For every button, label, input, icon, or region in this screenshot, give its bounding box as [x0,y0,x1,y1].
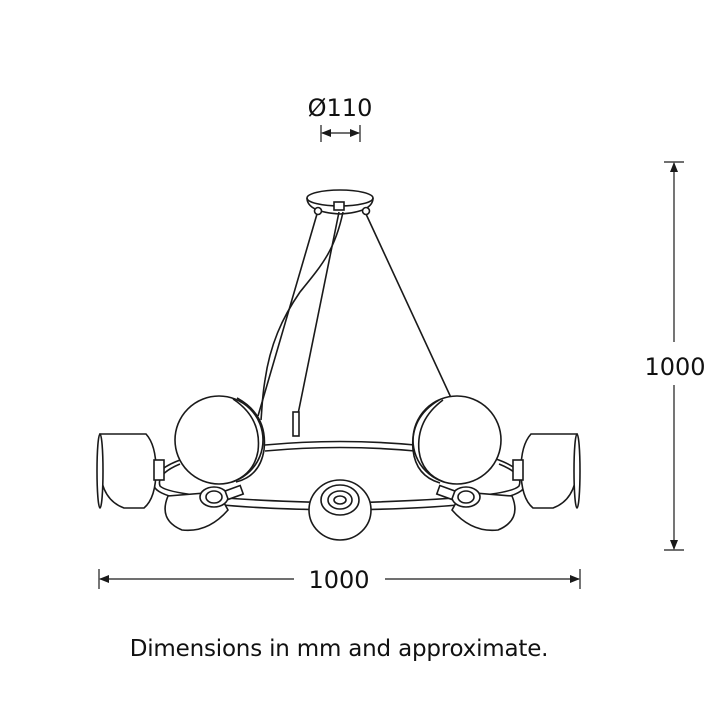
height-dimension: 1000 [644,161,706,551]
width-label: 1000 [308,566,369,594]
canopy-diameter-label: Ø110 [308,94,373,122]
canopy-diameter-dimension: Ø110 [308,94,373,142]
ceiling-canopy [306,189,374,216]
lamp-upper-right [411,395,502,485]
dimensions-note: Dimensions in mm and approximate. [129,636,549,662]
lamp-far-right [512,433,581,509]
width-dimension: 1000 [98,566,581,594]
suspension-cables [257,211,454,437]
lamp-back-left [164,484,245,532]
lamp-upper-left [174,395,266,485]
lamp-far-left [96,433,165,509]
lamp-front-center [308,479,372,541]
lamp-back-right [435,484,516,532]
height-label: 1000 [644,353,705,381]
